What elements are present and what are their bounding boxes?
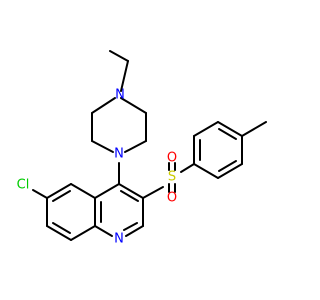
bond-c2-n1 <box>125 225 144 237</box>
atom-oxygen-top: O <box>167 151 177 166</box>
bond-c7-c8 <box>46 225 72 241</box>
bond-tol-methyl <box>241 121 267 137</box>
atom-labels: N N S O O Cl N <box>17 88 177 247</box>
bond-c3-s <box>142 186 164 199</box>
bond-tol-2 <box>193 121 219 137</box>
bond-pip-1 <box>120 97 147 114</box>
bond-tol-6 <box>193 163 219 179</box>
bonds <box>32 50 267 241</box>
bond-c4-c3 <box>118 183 144 199</box>
bond-c8-c8a <box>70 225 96 241</box>
bond-pip-4 <box>91 140 114 153</box>
bond-ethyl-ch2 <box>120 60 129 92</box>
bond-c4a-c4 <box>94 183 120 199</box>
bond-c6-cl <box>32 189 48 199</box>
bond-n1-c8a <box>94 225 113 237</box>
bond-s-aryl <box>180 163 195 173</box>
bond-tol-3-inner <box>218 128 237 140</box>
bond-ethyl-ch3 <box>109 50 129 62</box>
bond-c5-c6 <box>46 183 72 199</box>
bond-pip-3 <box>124 140 147 153</box>
bond-c7-c8-inner <box>52 222 71 234</box>
bond-tol-5 <box>217 163 243 179</box>
bond-pip-6 <box>91 97 116 114</box>
molecule-structure: N N S O O Cl N <box>17 50 267 247</box>
bond-c5-c6-inner <box>52 190 71 202</box>
bond-c4-c3-inner <box>120 190 139 202</box>
atom-n-piperazine-top: N <box>115 88 125 103</box>
atom-n-quinoline: N <box>114 232 124 247</box>
atom-oxygen-bottom: O <box>167 191 177 206</box>
bond-tol-3 <box>217 121 243 137</box>
bond-c4a-c5 <box>70 183 96 199</box>
bond-c2-n1-inner <box>123 222 138 231</box>
atom-chlorine: Cl <box>17 178 30 193</box>
bond-tol-5-inner <box>218 160 237 172</box>
atom-n-piperazine-bottom: N <box>114 147 124 162</box>
atom-sulfur: S <box>168 170 176 185</box>
